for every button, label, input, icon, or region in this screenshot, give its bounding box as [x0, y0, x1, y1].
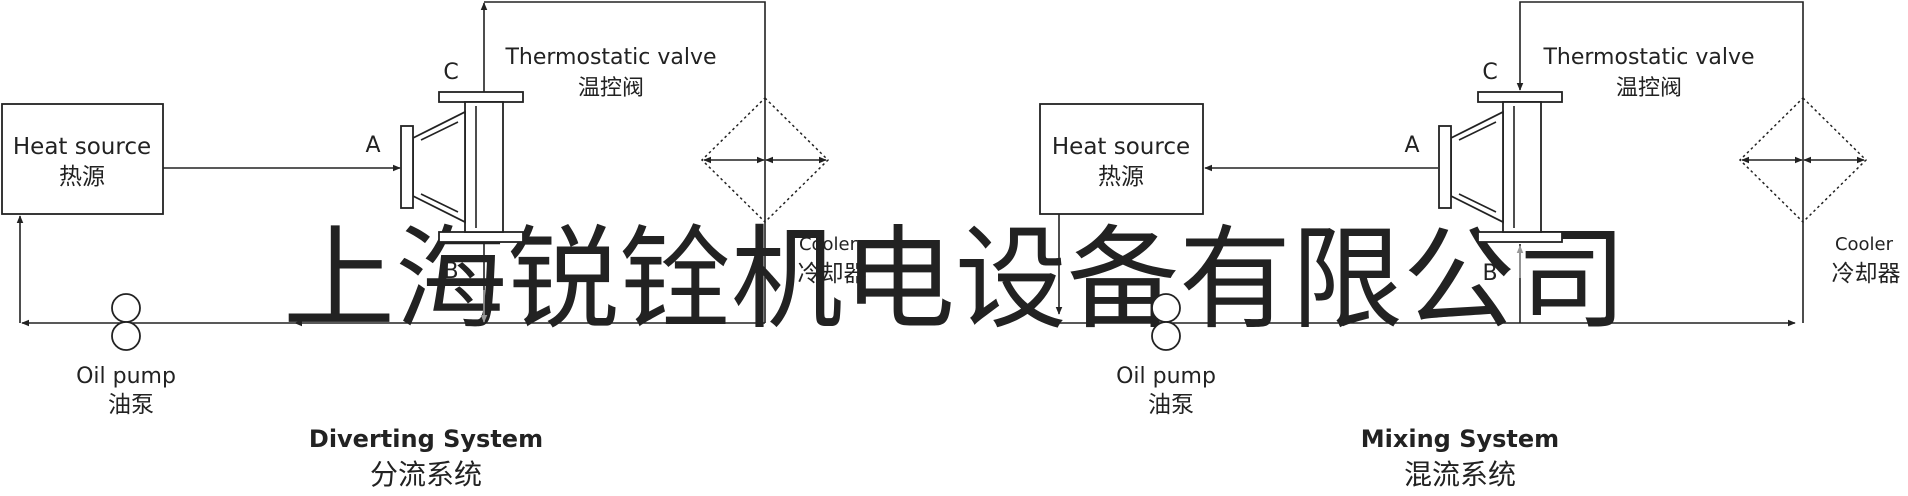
valve-port-b: B	[1482, 261, 1497, 286]
valve-port-b: B	[443, 259, 458, 284]
cooler-label-cn: 冷却器	[798, 261, 867, 287]
valve-label-cn: 温控阀	[578, 76, 644, 101]
heat-source-label-en: Heat source	[1052, 134, 1190, 160]
heat-source-box: Heat source 热源	[1, 103, 164, 215]
thermostatic-valve	[400, 91, 524, 243]
cooler-label-en: Cooler	[1835, 234, 1894, 255]
pipe-to-cooler	[484, 1, 766, 323]
valve-port-a: A	[1404, 133, 1419, 158]
cooler-symbol	[700, 96, 830, 224]
pump-label-cn: 油泵	[108, 392, 154, 418]
pump-label-en: Oil pump	[76, 364, 176, 389]
mixing-title-cn: 混流系统	[1404, 458, 1516, 491]
valve-label-en: Thermostatic valve	[504, 45, 716, 70]
cooler-label-cn: 冷却器	[1832, 261, 1901, 287]
oil-pump-symbol	[111, 293, 141, 351]
heat-source-label-en: Heat source	[13, 134, 151, 160]
pipe-cooler-to-valve-c	[1516, 1, 1804, 323]
thermostatic-valve	[1438, 91, 1563, 243]
mixing-title-en: Mixing System	[1361, 425, 1559, 453]
mixing-system: Heat source 热源 A B C Thermostatic valve …	[1039, 1, 1901, 491]
heat-source-label-cn: 热源	[59, 164, 105, 190]
diverting-title-en: Diverting System	[309, 425, 543, 453]
pump-label-cn: 油泵	[1148, 392, 1194, 418]
valve-label-en: Thermostatic valve	[1542, 45, 1754, 70]
heat-source-box: Heat source 热源	[1039, 103, 1204, 215]
diverting-system: Heat source 热源 A B C Thermostatic valve …	[1, 1, 867, 491]
pump-label-en: Oil pump	[1116, 364, 1216, 389]
diverting-title-cn: 分流系统	[370, 458, 482, 491]
valve-port-a: A	[365, 133, 380, 158]
valve-label-cn: 温控阀	[1616, 76, 1682, 101]
cooler-label-en: Cooler	[799, 234, 858, 255]
cooler-symbol	[1738, 96, 1868, 224]
valve-port-c: C	[1482, 60, 1497, 85]
valve-port-c: C	[443, 60, 458, 85]
oil-pump-symbol	[1151, 293, 1181, 351]
heat-source-label-cn: 热源	[1098, 164, 1144, 190]
